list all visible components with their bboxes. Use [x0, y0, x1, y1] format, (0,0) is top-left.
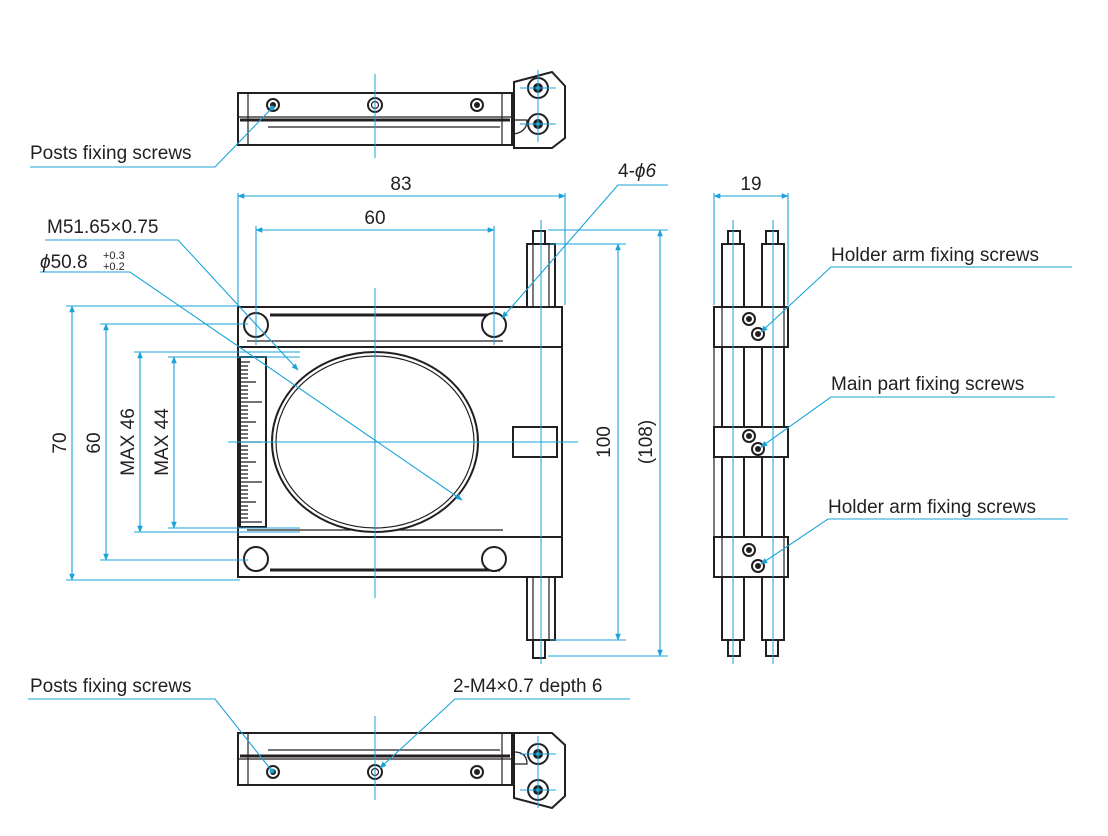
post-hole-icon [481, 546, 507, 572]
dim-100: 100 [594, 426, 615, 458]
screw-head-icon [742, 312, 756, 326]
leader-line [28, 698, 273, 772]
dim-108: (108) [636, 420, 657, 464]
bore-tolerance-upper: +0.3 [103, 250, 125, 262]
dim-19: 19 [740, 174, 761, 195]
posts-fixing-screws-label: Posts fixing screws [30, 143, 192, 164]
top-view: Posts fixing screws [30, 70, 566, 168]
leader-line [760, 266, 1072, 333]
dim-70: 70 [50, 432, 71, 453]
dim-max46: MAX 46 [118, 408, 139, 476]
posts-fixing-screws-label-bottom: Posts fixing screws [30, 676, 192, 697]
screw-head-icon [751, 327, 765, 341]
leader-line [760, 518, 1068, 565]
leader-line [40, 271, 463, 501]
leader-line [45, 239, 299, 371]
dim-60-horizontal: 60 [364, 208, 385, 229]
side-view: 19 Holder arm fixing screws Main part fi… [713, 174, 1072, 664]
main-part-screws-label: Main part fixing screws [831, 374, 1024, 395]
screw-head-icon [751, 559, 765, 573]
leader-line [30, 107, 273, 168]
screw-head-icon [742, 543, 756, 557]
leader-line [760, 396, 1055, 448]
bore-callout-label: ϕ50.8 [40, 252, 88, 273]
screw-head-icon [742, 429, 756, 443]
leader-line [501, 184, 668, 319]
front-view: 83 60 70 60 MAX 46 MAX 44 100 [40, 161, 668, 664]
screw-head-icon [751, 442, 765, 456]
holder-arm-screws-label-top: Holder arm fixing screws [831, 245, 1039, 266]
post-hole-icon [243, 546, 269, 572]
thread-callout-label: M51.65×0.75 [47, 217, 158, 238]
bottom-view: Posts fixing screws 2-M4×0.7 depth 6 [28, 676, 630, 810]
dim-83: 83 [390, 174, 411, 195]
screw-head-icon [470, 98, 484, 112]
dim-max44: MAX 44 [152, 408, 173, 476]
m4-depth-label: 2-M4×0.7 depth 6 [453, 676, 602, 697]
holder-arm-screws-label-bottom: Holder arm fixing screws [828, 497, 1036, 518]
dim-60-vertical: 60 [84, 432, 105, 453]
leader-line [379, 698, 630, 769]
screw-head-icon [470, 765, 484, 779]
bore-tolerance-lower: +0.2 [103, 261, 125, 273]
hole-callout-label: 4-ϕ6 [618, 161, 656, 182]
